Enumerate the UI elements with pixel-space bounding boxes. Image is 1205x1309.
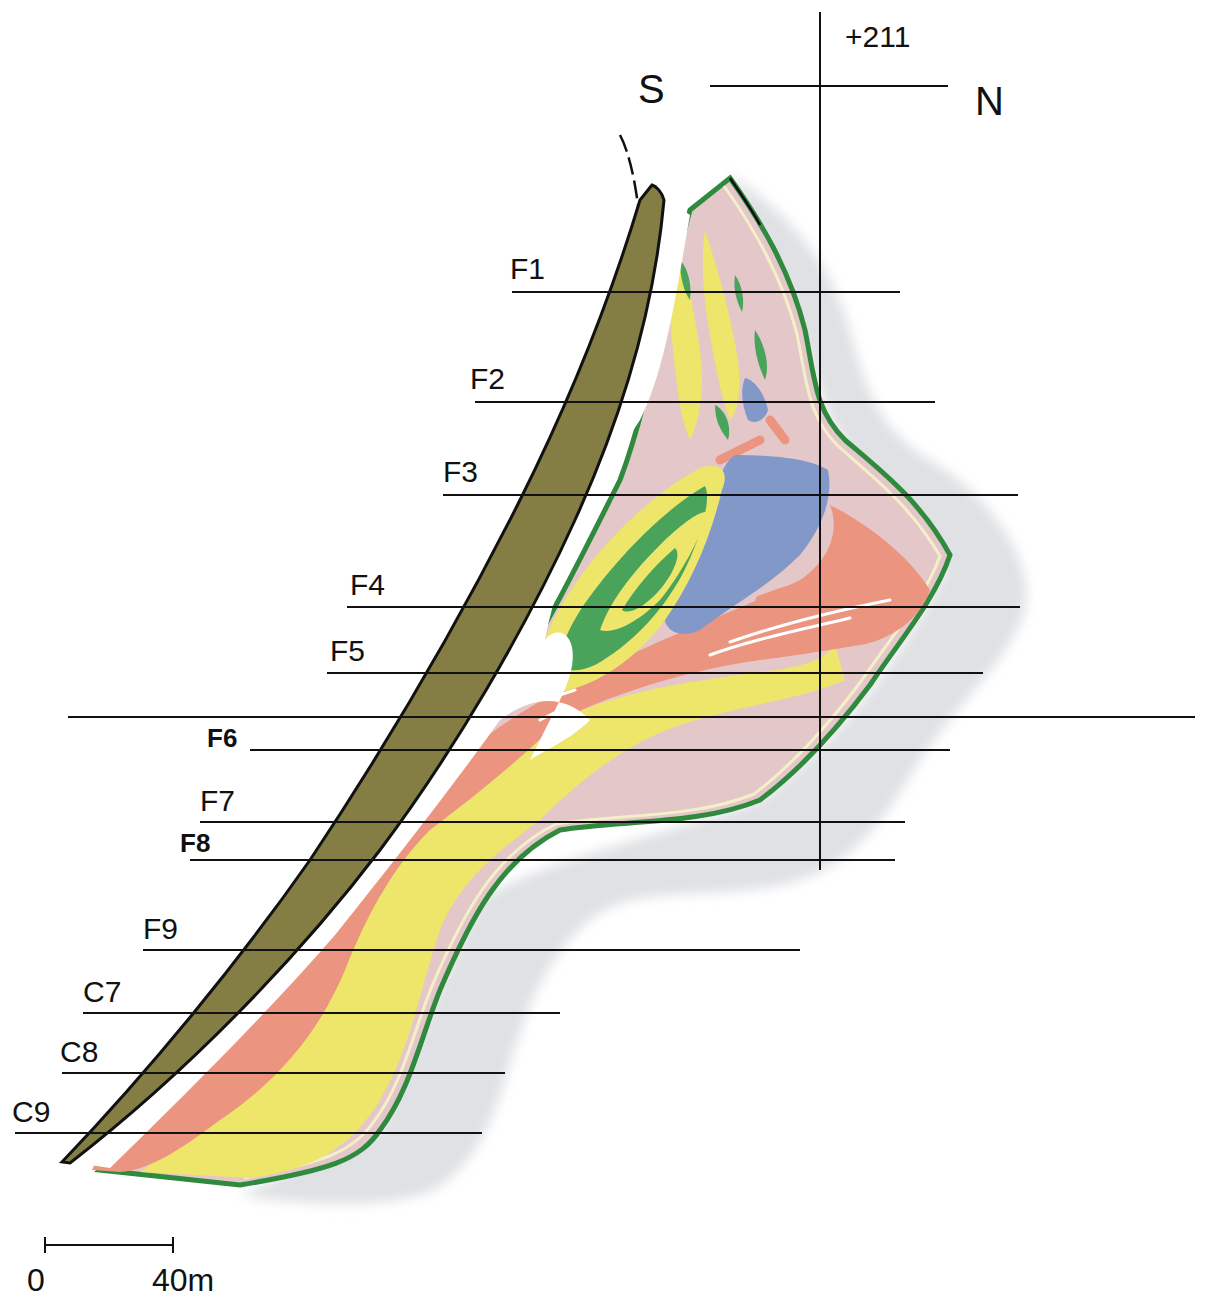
- section-lines: [15, 12, 1195, 1133]
- yellow-layer: [703, 230, 740, 420]
- section-label: C7: [83, 975, 121, 1010]
- green-layer: [715, 405, 729, 440]
- section-label: F7: [200, 784, 235, 819]
- orientation-label: +211: [845, 20, 910, 55]
- section-label: F8: [180, 829, 210, 859]
- green-layer: [680, 260, 691, 300]
- scale-label: 0: [27, 1262, 45, 1299]
- section-label: C9: [12, 1095, 50, 1130]
- section-label: F1: [510, 252, 545, 287]
- scale-bar: [45, 1237, 173, 1253]
- orientation-label: S: [638, 66, 665, 112]
- section-label: F3: [443, 455, 478, 490]
- section-label: F9: [143, 912, 178, 947]
- section-label: F2: [470, 362, 505, 397]
- yellow-layer: [600, 512, 708, 631]
- green-layer: [622, 548, 677, 612]
- green-layer: [755, 330, 767, 380]
- section-label: F5: [330, 634, 365, 669]
- green-layer: [734, 275, 743, 312]
- orientation-label: N: [975, 78, 1004, 124]
- section-label: F4: [350, 568, 385, 603]
- scale-label: 40m: [152, 1262, 214, 1299]
- fault-trace: [730, 178, 760, 225]
- section-label: F6: [207, 724, 237, 754]
- section-label: C8: [60, 1035, 98, 1070]
- blue-layer: [742, 378, 768, 422]
- fault-trace: [620, 135, 638, 205]
